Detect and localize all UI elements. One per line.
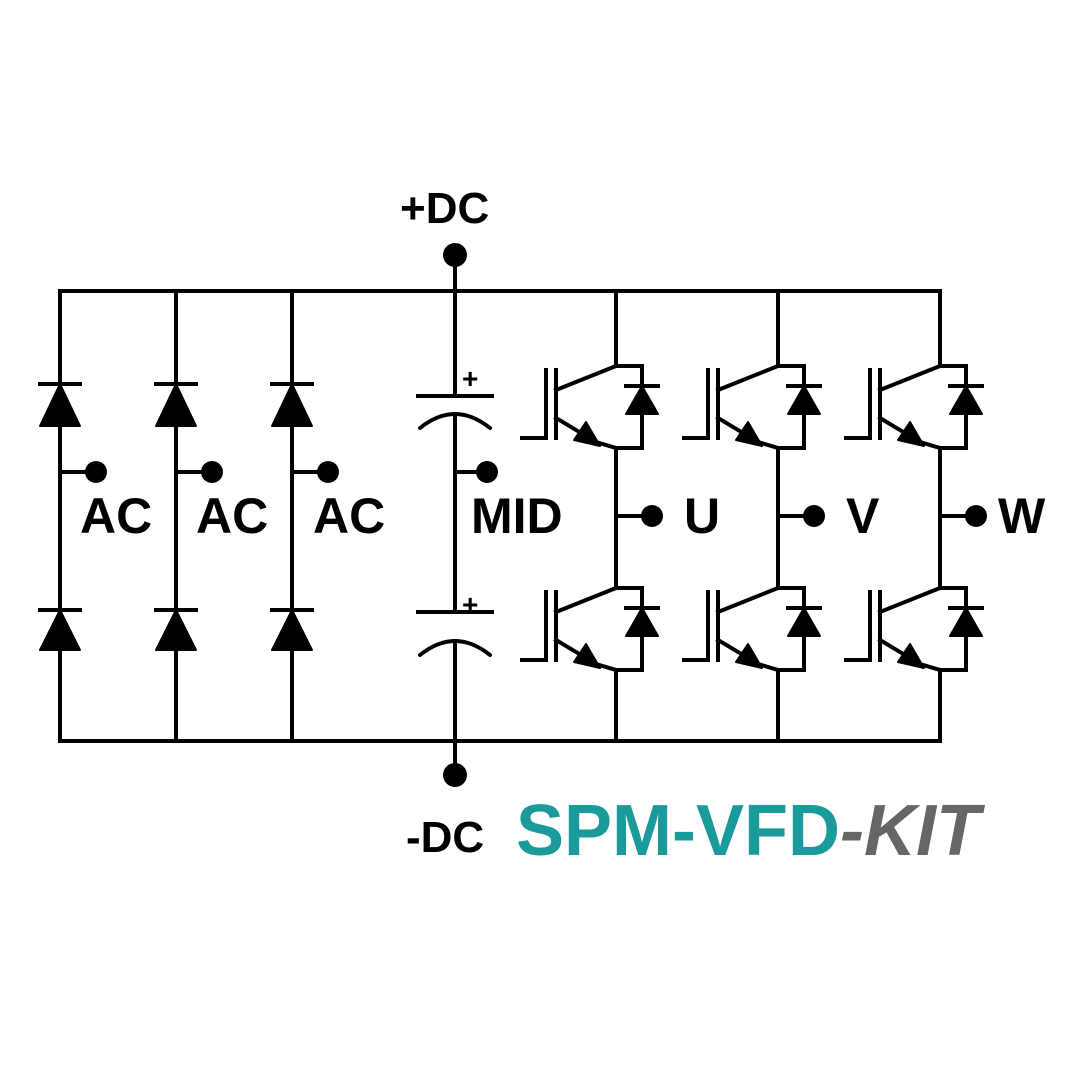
igbt-emitter-arrow-icon <box>573 421 601 447</box>
positive-dc-terminal[interactable] <box>443 243 467 267</box>
igbt-lower-icon <box>520 582 660 673</box>
freewheel-diode-icon <box>787 607 821 637</box>
rectifier-leg-1 <box>38 289 107 743</box>
igbt-inverter-bridge <box>520 289 987 743</box>
brand-logo: SPM-VFD-KIT <box>516 791 986 871</box>
rectifier-leg-2 <box>154 289 223 743</box>
rectifier-leg-3 <box>270 289 339 743</box>
igbt-emitter-arrow-icon <box>573 643 601 669</box>
diode-rectifier-bridge <box>38 289 339 743</box>
igbt-collector-diagonal <box>715 363 781 393</box>
phase-u-terminal[interactable] <box>641 505 663 527</box>
phase-v-label: V <box>846 488 880 544</box>
negative-dc-terminal[interactable] <box>443 763 467 787</box>
ac-input-label-2: AC <box>196 488 268 544</box>
igbt-collector-diagonal <box>877 585 943 615</box>
ac-terminal[interactable] <box>85 461 107 483</box>
diode-upper-icon <box>39 383 81 427</box>
ac-input-label-1: AC <box>80 488 152 544</box>
igbt-upper-icon <box>520 360 660 451</box>
phase-u-label: U <box>684 488 720 544</box>
igbt-collector-diagonal <box>715 585 781 615</box>
freewheel-diode-icon <box>949 385 983 415</box>
emitter-wire <box>593 439 619 451</box>
igbt-emitter-arrow-icon <box>897 643 925 669</box>
freewheel-diode-icon <box>625 385 659 415</box>
ac-terminal[interactable] <box>317 461 339 483</box>
igbt-collector-diagonal <box>553 363 619 393</box>
mid-terminal[interactable] <box>476 461 498 483</box>
brand-main-text: SPM-VFD <box>516 791 840 871</box>
igbt-emitter-arrow-icon <box>735 643 763 669</box>
diode-upper-icon <box>271 383 313 427</box>
negative-dc-label: -DC <box>406 813 484 862</box>
igbt-emitter-arrow-icon <box>897 421 925 447</box>
igbt-gate <box>520 368 548 440</box>
emitter-wire <box>593 661 619 673</box>
freewheel-diode-icon <box>949 607 983 637</box>
inverter-leg-w <box>844 289 987 743</box>
emitter-wire <box>755 661 781 673</box>
freewheel-diode-icon <box>787 385 821 415</box>
phase-v-terminal[interactable] <box>803 505 825 527</box>
phase-w-terminal[interactable] <box>965 505 987 527</box>
igbt-gate <box>682 590 710 662</box>
mid-label: MID <box>471 488 563 544</box>
emitter-wire <box>917 661 943 673</box>
ac-terminal[interactable] <box>201 461 223 483</box>
igbt-lower-icon <box>682 582 822 673</box>
igbt-gate <box>682 368 710 440</box>
igbt-upper-icon <box>844 360 984 451</box>
diode-lower-icon <box>39 609 81 651</box>
diode-lower-icon <box>271 609 313 651</box>
capacitor-bank: + + <box>416 289 498 743</box>
ac-input-label-3: AC <box>313 488 385 544</box>
phase-w-label: W <box>998 488 1046 544</box>
igbt-gate <box>844 590 872 662</box>
inverter-leg-u <box>520 289 663 743</box>
igbt-emitter-arrow-icon <box>735 421 763 447</box>
brand-suffix-text: -KIT <box>840 791 986 871</box>
freewheel-diode-icon <box>625 607 659 637</box>
igbt-lower-icon <box>844 582 984 673</box>
igbt-collector-diagonal <box>877 363 943 393</box>
igbt-gate <box>844 368 872 440</box>
igbt-gate <box>520 590 548 662</box>
inverter-leg-v <box>682 289 825 743</box>
igbt-collector-diagonal <box>553 585 619 615</box>
cap-bottom-plus-label: + <box>462 589 478 620</box>
diode-upper-icon <box>155 383 197 427</box>
cap-top-plus-label: + <box>462 363 478 394</box>
diode-lower-icon <box>155 609 197 651</box>
igbt-upper-icon <box>682 360 822 451</box>
emitter-wire <box>755 439 781 451</box>
emitter-wire <box>917 439 943 451</box>
positive-dc-label: +DC <box>400 184 489 233</box>
